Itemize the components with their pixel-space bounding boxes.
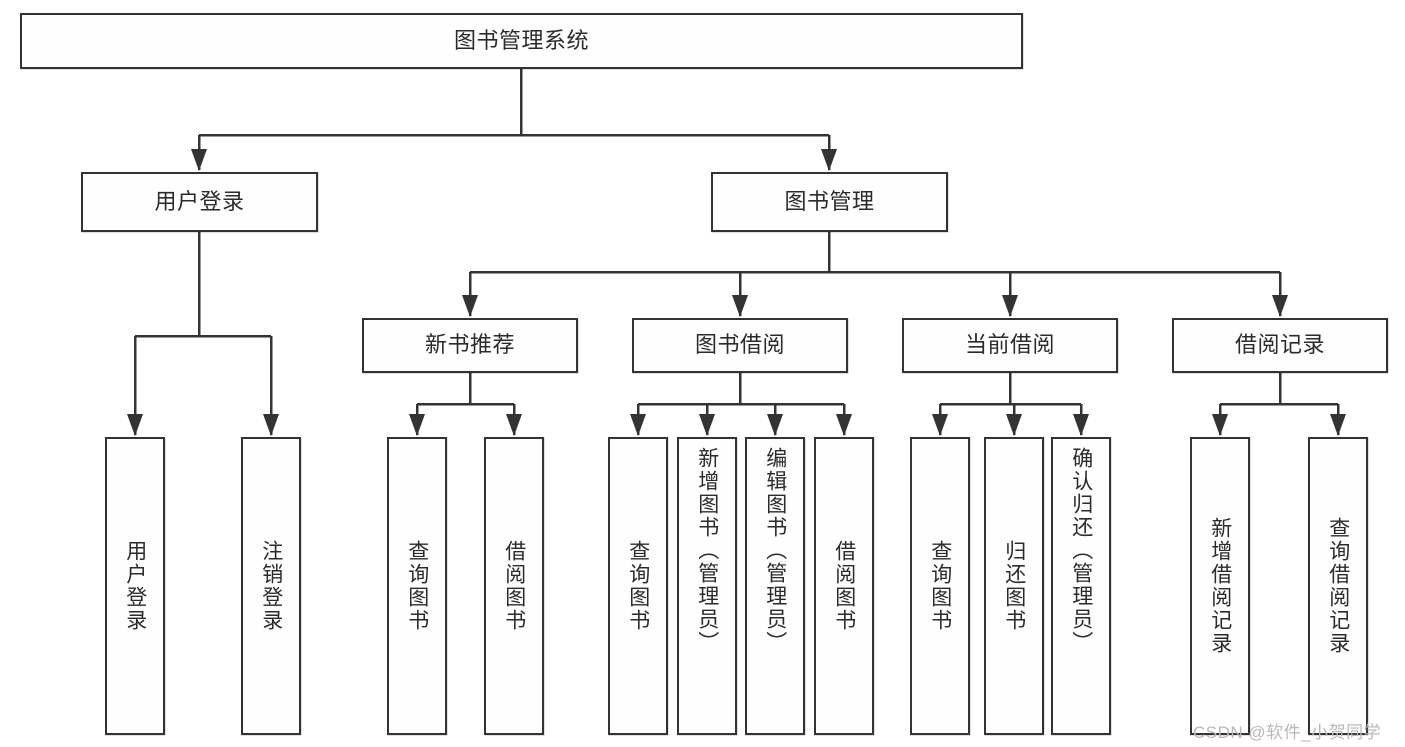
- node-label-n-new-book-rec: 新书推荐: [424, 332, 515, 358]
- node-n-leaf-add-record[interactable]: 新增借阅记录: [1190, 437, 1250, 735]
- node-n-leaf-confirm-return[interactable]: 确认归还（管理员）: [1051, 437, 1111, 735]
- arrow-head-c-current-borrow-2: [1073, 414, 1089, 436]
- node-n-leaf-query-record[interactable]: 查询借阅记录: [1308, 437, 1368, 735]
- node-n-book-borrow[interactable]: 图书借阅: [632, 318, 848, 373]
- arrow-head-c-current-borrow-0: [932, 414, 948, 436]
- node-label-n-book-borrow: 图书借阅: [694, 332, 785, 358]
- node-n-user-login[interactable]: 用户登录: [81, 172, 318, 232]
- node-n-leaf-edit-book[interactable]: 编辑图书（管理员）: [745, 437, 805, 735]
- arrow-head-c-borrow-record-0: [1212, 414, 1228, 436]
- arrow-head-c-book-borrow-0: [630, 414, 646, 436]
- node-n-leaf-query-book-1[interactable]: 查询图书: [387, 437, 447, 735]
- node-label-n-leaf-query-book-1: 查询图书: [405, 540, 429, 632]
- node-n-leaf-return-book[interactable]: 归还图书: [984, 437, 1044, 735]
- node-n-book-mgmt[interactable]: 图书管理: [711, 172, 948, 232]
- node-label-n-leaf-borrow-book-1: 借阅图书: [502, 540, 526, 632]
- node-label-n-leaf-query-book-2: 查询图书: [626, 540, 650, 632]
- node-n-borrow-record[interactable]: 借阅记录: [1172, 318, 1388, 373]
- node-n-leaf-logout[interactable]: 注销登录: [241, 437, 301, 735]
- node-n-new-book-rec[interactable]: 新书推荐: [362, 318, 578, 373]
- arrow-head-c-book-mgmt-3: [1272, 295, 1288, 317]
- node-label-root: 图书管理系统: [453, 27, 589, 53]
- arrow-head-c-book-mgmt-2: [1002, 295, 1018, 317]
- node-label-n-leaf-add-record: 新增借阅记录: [1208, 517, 1232, 655]
- node-label-n-borrow-record: 借阅记录: [1234, 332, 1325, 358]
- node-label-n-leaf-query-record: 查询借阅记录: [1326, 517, 1350, 655]
- arrow-head-c-new-book-rec-0: [409, 414, 425, 436]
- arrow-head-c-root-1: [821, 149, 837, 171]
- arrow-head-c-current-borrow-1: [1006, 414, 1022, 436]
- node-label-n-leaf-query-book-3: 查询图书: [928, 540, 952, 632]
- node-n-current-borrow[interactable]: 当前借阅: [902, 318, 1118, 373]
- node-label-n-leaf-borrow-book-2: 借阅图书: [832, 540, 856, 632]
- node-n-leaf-borrow-book-2[interactable]: 借阅图书: [814, 437, 874, 735]
- node-n-leaf-add-book[interactable]: 新增图书（管理员）: [677, 437, 737, 735]
- arrow-head-c-book-borrow-1: [699, 414, 715, 436]
- node-n-leaf-borrow-book-1[interactable]: 借阅图书: [484, 437, 544, 735]
- node-label-n-leaf-add-book: 新增图书（管理员）: [695, 447, 719, 654]
- node-label-n-current-borrow: 当前借阅: [964, 332, 1055, 358]
- arrow-head-c-book-borrow-3: [836, 414, 852, 436]
- node-label-n-leaf-logout: 注销登录: [259, 540, 283, 632]
- node-label-n-leaf-user-login: 用户登录: [123, 540, 147, 632]
- node-n-leaf-query-book-3[interactable]: 查询图书: [910, 437, 970, 735]
- node-label-n-leaf-return-book: 归还图书: [1002, 540, 1026, 632]
- arrow-head-c-user-login-1: [263, 414, 279, 436]
- node-label-n-leaf-edit-book: 编辑图书（管理员）: [763, 447, 787, 654]
- arrow-head-c-borrow-record-1: [1330, 414, 1346, 436]
- node-n-leaf-query-book-2[interactable]: 查询图书: [608, 437, 668, 735]
- arrow-head-c-book-mgmt-1: [732, 295, 748, 317]
- node-label-n-book-mgmt: 图书管理: [784, 188, 875, 214]
- node-n-leaf-user-login[interactable]: 用户登录: [105, 437, 165, 735]
- node-root[interactable]: 图书管理系统: [20, 13, 1023, 69]
- arrow-head-c-user-login-0: [127, 414, 143, 436]
- node-label-n-user-login: 用户登录: [154, 188, 245, 214]
- arrow-head-c-root-0: [191, 149, 207, 171]
- arrow-head-c-book-mgmt-0: [462, 295, 478, 317]
- node-label-n-leaf-confirm-return: 确认归还（管理员）: [1069, 447, 1093, 654]
- arrow-head-c-new-book-rec-1: [506, 414, 522, 436]
- arrow-head-c-book-borrow-2: [767, 414, 783, 436]
